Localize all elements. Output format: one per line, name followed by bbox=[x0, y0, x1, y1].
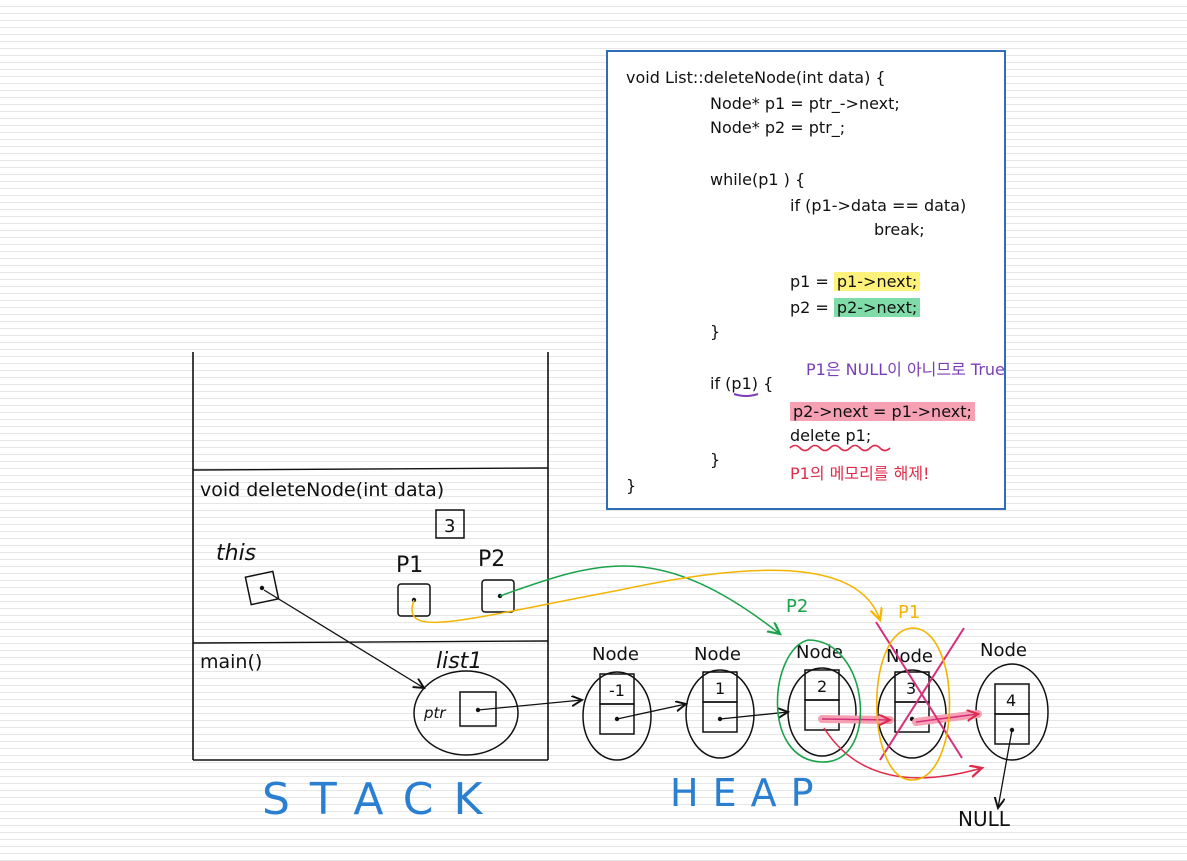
node2-to-node3-arrow bbox=[719, 712, 788, 720]
p1-arrow bbox=[411, 569, 880, 624]
code-p2-assign: p2 = bbox=[790, 298, 834, 317]
heap-node-4-label: Node bbox=[886, 646, 933, 667]
this-label: this bbox=[216, 541, 256, 566]
code-line-if-close: } bbox=[710, 450, 721, 469]
delete-cross-b bbox=[879, 627, 965, 761]
code-line-break: break; bbox=[874, 220, 925, 239]
p2-node-outline bbox=[776, 639, 862, 763]
heap-node-1-label: Node bbox=[592, 644, 639, 665]
heap-node-1-value: -1 bbox=[609, 681, 625, 700]
data-param-box bbox=[435, 509, 465, 539]
p2-arrow bbox=[499, 565, 780, 634]
heap-node-4-value: 3 bbox=[906, 679, 916, 698]
this-to-list1-arrow bbox=[263, 589, 424, 688]
this-box bbox=[244, 570, 280, 606]
p1-node-outline bbox=[875, 627, 951, 781]
frame-delete-label: void deleteNode(int data) bbox=[200, 479, 444, 501]
frame-divider-top bbox=[192, 467, 549, 471]
code-p2-next-highlight: p2->next; bbox=[833, 298, 921, 317]
stack-container bbox=[192, 352, 549, 761]
code-p1-assign: p1 = bbox=[790, 272, 834, 291]
this-pointer-dot bbox=[259, 585, 265, 591]
p1-label: P1 bbox=[396, 553, 423, 578]
list1-object bbox=[413, 670, 519, 756]
data-param-value: 3 bbox=[444, 516, 455, 537]
code-line-if-data: if (p1->data == data) bbox=[790, 196, 967, 215]
list1-label: list1 bbox=[436, 649, 482, 674]
p1-tag: P1 bbox=[898, 602, 920, 623]
code-panel: void List::deleteNode(int data) { Node* … bbox=[606, 50, 1006, 510]
frame-divider-main bbox=[192, 640, 549, 644]
code-line-while-close: } bbox=[710, 322, 721, 341]
p1-underline bbox=[733, 393, 759, 397]
p2-box bbox=[481, 579, 515, 613]
code-line-signature: void List::deleteNode(int data) { bbox=[626, 68, 886, 87]
code-line-p1-init: Node* p1 = ptr_->next; bbox=[710, 94, 900, 113]
heap-node-4: Node 3 bbox=[877, 646, 947, 759]
heap-node-3-value: 2 bbox=[817, 677, 827, 696]
ptr-label: ptr bbox=[423, 704, 446, 722]
heap-node-3: Node 2 bbox=[787, 642, 857, 757]
code-line-p2-advance: p2 = p2->next; bbox=[790, 298, 921, 318]
heap-node-2: Node 1 bbox=[685, 644, 755, 759]
relink-arrow bbox=[823, 727, 982, 779]
code-line-relink: p2->next = p1->next; bbox=[790, 402, 975, 422]
ptr-to-node1-arrow bbox=[477, 700, 582, 711]
frame-main-label: main() bbox=[200, 651, 262, 673]
heap-node-1: Node -1 bbox=[582, 644, 652, 761]
null-label: NULL bbox=[958, 807, 1011, 831]
note-free-memory: P1의 메모리를 해제! bbox=[790, 464, 930, 483]
node5-to-null-arrow bbox=[998, 729, 1013, 808]
heap-node-5-label: Node bbox=[980, 640, 1027, 661]
code-line-if-p1: if (p1) { bbox=[710, 374, 774, 393]
p2-label: P2 bbox=[478, 547, 505, 572]
note-p1-not-null: P1은 NULL이 아니므로 True bbox=[806, 360, 1005, 379]
p2-tag: P2 bbox=[786, 596, 808, 617]
heap-node-3-label: Node bbox=[796, 642, 843, 663]
delete-squiggle bbox=[789, 444, 891, 452]
code-line-delete: delete p1; bbox=[790, 426, 872, 445]
code-p1-next-highlight: p1->next; bbox=[833, 272, 921, 291]
heap-node-5: Node 4 bbox=[975, 640, 1049, 761]
ptr-box bbox=[459, 691, 497, 727]
code-line-while: while(p1 ) { bbox=[710, 170, 806, 189]
code-line-p1-advance: p1 = p1->next; bbox=[790, 272, 921, 292]
code-line-func-close: } bbox=[626, 476, 637, 495]
heap-node-2-label: Node bbox=[694, 644, 741, 665]
stack-caption: STACK bbox=[262, 774, 502, 825]
code-relink-highlight: p2->next = p1->next; bbox=[790, 402, 975, 421]
node1-to-node2-arrow bbox=[616, 704, 686, 720]
heap-node-5-value: 4 bbox=[1006, 691, 1016, 710]
code-line-p2-init: Node* p2 = ptr_; bbox=[710, 118, 846, 137]
heap-node-2-value: 1 bbox=[715, 679, 725, 698]
heap-caption: HEAP bbox=[670, 771, 828, 815]
code-annotations bbox=[733, 393, 891, 452]
